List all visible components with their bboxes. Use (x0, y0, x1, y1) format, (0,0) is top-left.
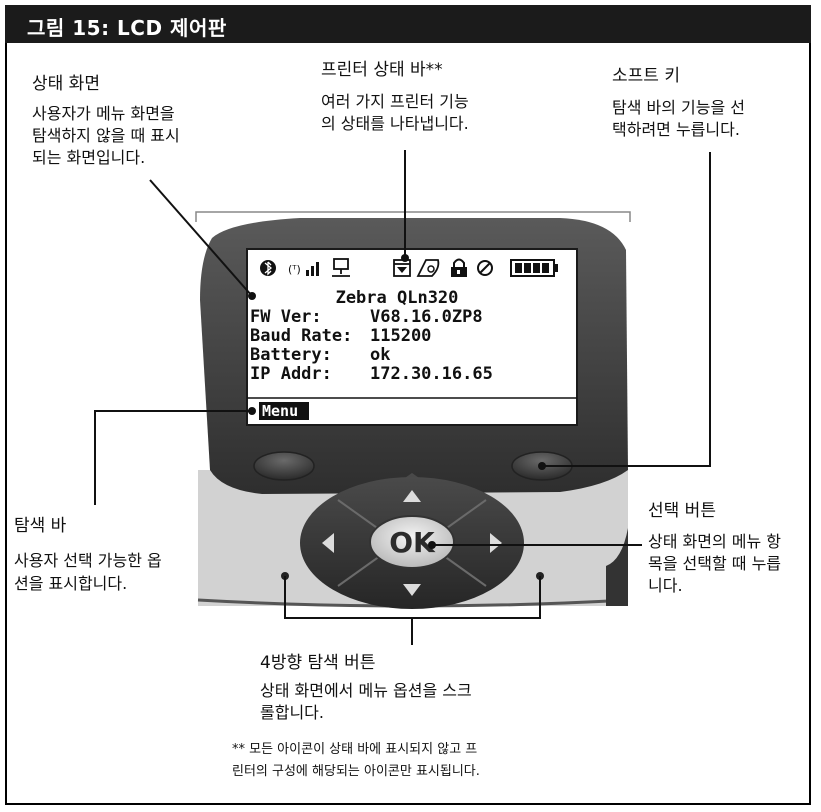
lcd-model-name: Zebra QLn320 (336, 288, 459, 308)
battery-icon (510, 259, 558, 277)
lcd-row-value: ok (370, 345, 390, 365)
svg-text:(ᵀ): (ᵀ) (288, 263, 301, 276)
lcd-row-value: V68.16.0ZP8 (370, 307, 483, 327)
lcd-menu-label-bg (259, 402, 309, 420)
head-latch-icon (416, 259, 440, 277)
select-button-callout-desc-line: 니다. (648, 576, 683, 595)
nav-bar-leader (94, 410, 252, 505)
error-icon (477, 260, 493, 276)
nav-bar-callout-desc-line: 션을 표시합니다. (14, 574, 128, 593)
footnote-line: ** 모든 아이콘이 상태 바에 표시되지 않고 프 (232, 742, 478, 757)
select-button-callout-desc-line: 상태 화면의 메뉴 항 (648, 532, 782, 551)
device-outline-bracket (195, 211, 631, 222)
nav-bar-callout-title: 탐색 바 (14, 516, 67, 536)
figure-title-bar: 그림 15: LCD 제어판 (5, 5, 811, 43)
four-way-nav-callout-desc-line: 상태 화면에서 메뉴 옵션을 스크 (260, 681, 472, 700)
lcd-screen (246, 248, 578, 426)
nav-up-arrow-icon[interactable] (403, 490, 421, 502)
footnote-line: 린터의 구성에 해당되는 아이콘만 표시됩니다. (232, 764, 480, 779)
wireless-signal-icon: (ᵀ) (288, 262, 319, 276)
lock-icon (451, 258, 467, 277)
nav-pad-dividers (337, 499, 487, 587)
lcd-row-value: 172.30.16.65 (370, 364, 493, 384)
soft-keys-callout-title: 소프트 키 (612, 66, 680, 86)
lcd-status-icons-row: (ᵀ) (260, 258, 558, 277)
status-screen-callout-desc-line: 사용자가 메뉴 화면을 (32, 104, 175, 123)
soft-key-left[interactable] (253, 451, 315, 481)
nav-bar-callout-desc-line: 사용자 선택 가능한 옵 (14, 551, 162, 570)
status-screen-leader (149, 179, 253, 297)
printer-status-bar-callout-desc-line: 의 상태를 나타냅니다. (321, 114, 469, 133)
status-screen-callout-desc-line: 되는 화면입니다. (32, 148, 146, 167)
soft-keys-callout-desc-line: 탐색 바의 기능을 선 (612, 98, 746, 117)
bluetooth-icon (260, 260, 276, 276)
nav-right-arrow-icon[interactable] (490, 533, 502, 553)
four-way-nav-callout-title: 4방향 탐색 버튼 (260, 653, 376, 673)
device-right-edge (606, 528, 628, 606)
lcd-menu-label: Menu (262, 402, 298, 420)
lcd-row-label: FW Ver: (250, 307, 322, 327)
nav-down-arrow-icon[interactable] (403, 584, 421, 596)
lcd-row-label: IP Addr: (250, 364, 332, 384)
four-way-nav-callout-desc-line: 롤합니다. (260, 703, 324, 722)
soft-key-leader (542, 152, 711, 467)
status-screen-callout-title: 상태 화면 (32, 74, 100, 94)
status-screen-callout-desc-line: 탐색하지 않을 때 표시 (32, 126, 180, 145)
leader-lines (94, 150, 711, 645)
soft-keys-callout-desc-line: 택하려면 누릅니다. (612, 120, 740, 139)
printer-status-bar-callout-desc-line: 여러 가지 프린터 기능 (321, 92, 469, 111)
select-button-callout-title: 선택 버튼 (648, 501, 716, 521)
lcd-row-label: Baud Rate: (250, 326, 352, 346)
figure-title: 그림 15: LCD 제어판 (27, 16, 227, 40)
printer-status-bar-callout-title: 프린터 상태 바** (321, 60, 443, 80)
nav-left-arrow-icon[interactable] (322, 533, 334, 553)
lcd-info-rows: FW Ver: V68.16.0ZP8 Baud Rate: 115200 Ba… (250, 307, 493, 384)
ok-button[interactable] (369, 515, 455, 569)
network-icon (332, 258, 350, 277)
select-button-callout-desc-line: 목을 선택할 때 누릅 (648, 554, 782, 573)
ok-button-label: OK (389, 526, 436, 559)
lcd-row-label: Battery: (250, 345, 332, 365)
lcd-row-value: 115200 (370, 326, 431, 346)
